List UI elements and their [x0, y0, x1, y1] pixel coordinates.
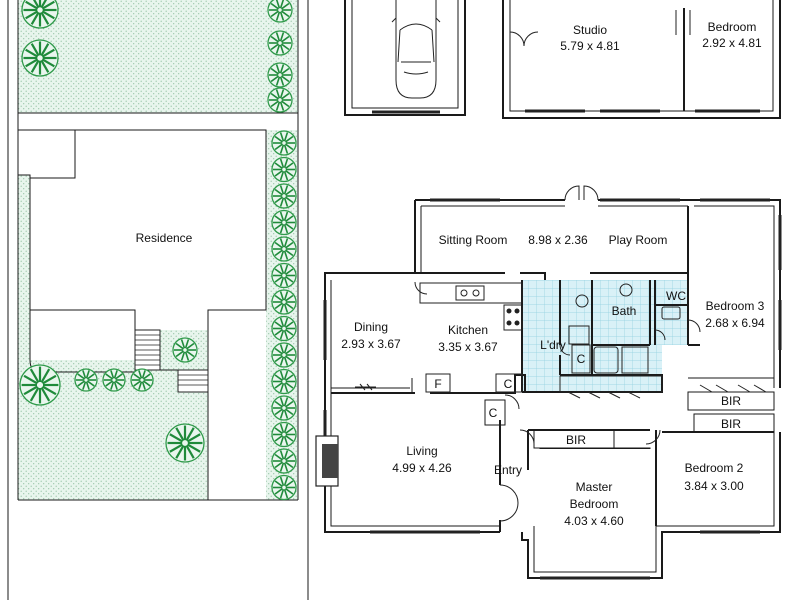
bedroom2-size: 3.84 x 3.00	[684, 479, 744, 493]
cupboard-laundry-label: C	[577, 352, 586, 366]
cupboard-entry-label: C	[489, 406, 498, 420]
studio-bedroom-name: Bedroom	[708, 20, 757, 34]
bedroom2-name: Bedroom 2	[685, 461, 744, 475]
fridge-box	[425, 373, 451, 393]
bir-bed2-a-label: BIR	[721, 394, 741, 408]
entry-label: Entry	[494, 463, 522, 477]
tree-icon	[271, 183, 297, 209]
tree-icon	[267, 30, 293, 56]
master-name-2: Bedroom	[570, 497, 619, 511]
tree-icon	[74, 368, 98, 392]
dining-name: Dining	[354, 320, 388, 334]
tree-icon	[271, 209, 297, 236]
tree-icon	[267, 0, 293, 23]
studio-bedroom-size: 2.92 x 4.81	[702, 36, 762, 50]
lawn-upper	[18, 0, 298, 113]
cupboard-kitchen-label: C	[504, 377, 513, 391]
tree-icon	[271, 236, 297, 262]
tree-icon	[267, 62, 293, 88]
tree-icon	[271, 289, 297, 315]
bedroom3-size: 2.68 x 6.94	[705, 316, 765, 330]
kitchen-size: 3.35 x 3.67	[438, 340, 498, 354]
studio-size: 5.79 x 4.81	[560, 39, 620, 53]
room-labels: Sitting Room 8.98 x 2.36 Play Room Bedro…	[341, 233, 765, 528]
dining-size: 2.93 x 3.67	[341, 337, 401, 351]
kitchen-bench	[419, 282, 523, 304]
shower-icon	[621, 346, 649, 374]
bath-basin-icon	[619, 283, 633, 297]
car-icon	[391, 0, 441, 99]
master-size: 4.03 x 4.60	[564, 514, 624, 528]
laundry-tub	[568, 325, 590, 345]
tree-icon	[130, 368, 154, 392]
tree-icon	[271, 368, 297, 395]
tree-icon	[271, 342, 297, 368]
toilet-icon	[661, 306, 681, 320]
bir-bed2-b-label: BIR	[721, 417, 741, 431]
site-boundary	[7, 0, 309, 600]
doors	[414, 185, 701, 522]
laundry-label: L'dry	[540, 338, 566, 352]
kitchen-name: Kitchen	[448, 323, 488, 337]
living-name: Living	[406, 444, 437, 458]
trees	[19, 0, 297, 501]
tree-icon	[172, 337, 198, 363]
bathtub-icon	[593, 346, 619, 374]
bedroom3-name: Bedroom 3	[706, 299, 765, 313]
tree-icon	[165, 423, 205, 463]
tree-icon	[271, 130, 297, 156]
tree-icon	[21, 0, 59, 29]
tree-icon	[21, 39, 59, 77]
tree-icon	[271, 448, 297, 474]
residence-step	[177, 369, 209, 393]
tree-icon	[271, 474, 297, 501]
living-size: 4.99 x 4.26	[392, 461, 452, 475]
residence-building: Residence	[18, 129, 267, 500]
master-name-1: Master	[576, 480, 613, 494]
studio-name: Studio	[573, 23, 607, 37]
sitting-play-size: 8.98 x 2.36	[528, 233, 588, 247]
studio-building: Studio 5.79 x 4.81 Bedroom 2.92 x 4.81	[502, 0, 781, 119]
wc-label: WC	[666, 289, 686, 303]
garage	[344, 0, 466, 116]
bir-master-label: BIR	[566, 433, 586, 447]
tree-icon	[271, 315, 297, 342]
fridge-label: F	[434, 377, 441, 391]
tree-icon	[271, 395, 297, 421]
tree-icon	[267, 87, 293, 113]
residence-label: Residence	[136, 231, 193, 245]
tree-icon	[19, 364, 61, 406]
tree-icon	[271, 421, 297, 448]
sitting-room-label: Sitting Room	[439, 233, 508, 247]
garden-area	[18, 0, 298, 500]
tree-icon	[271, 262, 297, 289]
tree-icon	[271, 156, 297, 183]
laundry-bench	[559, 375, 663, 393]
fixtures: F C C C	[315, 282, 681, 487]
play-room-label: Play Room	[609, 233, 668, 247]
kitchen-sink-icon	[455, 285, 485, 301]
bath-label: Bath	[612, 304, 637, 318]
tree-icon	[102, 368, 126, 392]
basin-icon	[575, 294, 589, 308]
cooktop-icon	[503, 304, 523, 331]
